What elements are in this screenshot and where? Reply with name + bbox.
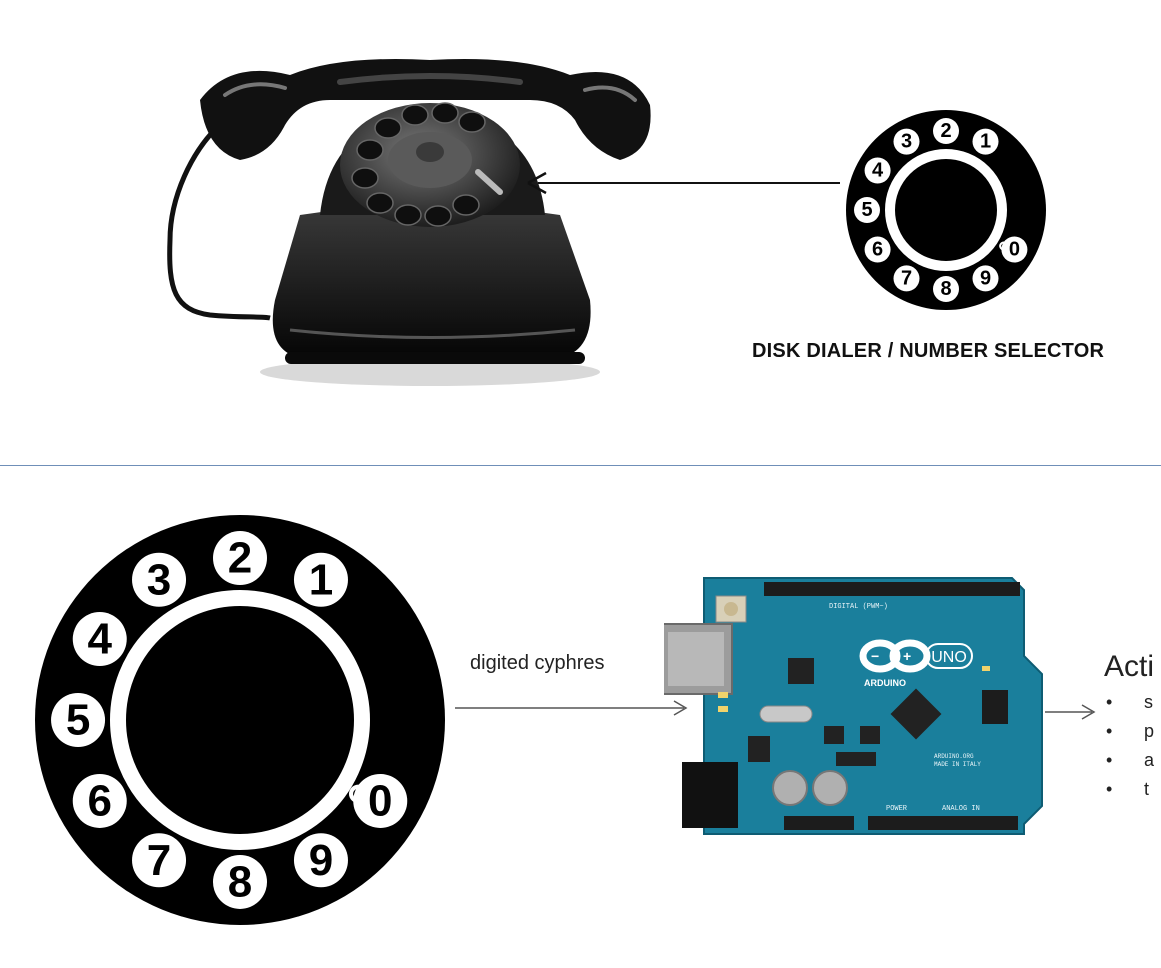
large-digit-2: 2: [213, 531, 267, 586]
large-digit-7: 7: [132, 833, 187, 888]
svg-text:3: 3: [901, 131, 912, 153]
board-brand-mark: ARDUINO: [864, 678, 906, 688]
large-digit-1: 1: [293, 552, 348, 607]
action-item-text: a: [1144, 750, 1155, 770]
svg-text:8: 8: [228, 857, 252, 906]
svg-text:0: 0: [1009, 239, 1020, 261]
small-digit-3: 3: [893, 128, 920, 155]
action-item-text: t: [1144, 779, 1150, 799]
svg-text:+: +: [903, 648, 911, 664]
board-made-label: MADE IN ITALY: [934, 761, 981, 768]
large-digit-5: 5: [51, 693, 106, 747]
dialer-caption: DISK DIALER / NUMBER SELECTOR: [752, 340, 1105, 362]
board-site-label: ARDUINO.ORG: [934, 753, 974, 760]
board-analog-label: ANALOG IN: [942, 805, 980, 813]
svg-text:8: 8: [940, 278, 951, 300]
large-digit-9: 9: [293, 833, 348, 888]
svg-text:6: 6: [872, 239, 883, 261]
svg-text:7: 7: [147, 836, 171, 885]
small-dial-center-ring: [885, 149, 1007, 271]
small-digit-8: 8: [933, 276, 959, 302]
bullet-icon: •: [1106, 721, 1113, 741]
section-divider: [0, 465, 1161, 466]
action-item-text: p: [1144, 721, 1155, 741]
svg-text:4: 4: [872, 160, 884, 182]
small-digit-2: 2: [933, 118, 959, 144]
small-digit-5: 5: [854, 197, 880, 223]
rotary-telephone-illustration: [167, 59, 651, 386]
arrow-label: digited cyphres: [470, 652, 605, 674]
action-item: •a: [1106, 750, 1154, 779]
large-digit-4: 4: [72, 612, 127, 667]
rotary-dial-large: 1 2 34 5 67 8 90: [35, 515, 445, 925]
svg-text:3: 3: [147, 555, 171, 604]
actions-list: •s•p•a•t: [1106, 692, 1154, 808]
large-digit-8: 8: [213, 854, 267, 909]
svg-text:−: −: [871, 648, 879, 664]
arduino-uno-board: − + UNO ARDUINO DIGITAL (PWM~) ANALOG IN…: [664, 577, 1043, 835]
bullet-icon: •: [1106, 779, 1113, 799]
large-digit-3: 3: [132, 552, 187, 607]
svg-text:5: 5: [861, 199, 872, 221]
large-digit-0: 0: [353, 773, 408, 828]
svg-text:9: 9: [309, 836, 333, 885]
board-power-label: POWER: [886, 805, 908, 813]
svg-text:0: 0: [368, 776, 392, 825]
large-digit-6: 6: [72, 773, 127, 828]
large-dial-center-ring: [110, 590, 370, 850]
action-item: •s: [1106, 692, 1154, 721]
board-digital-label: DIGITAL (PWM~): [829, 603, 888, 611]
bullet-icon: •: [1106, 692, 1113, 712]
svg-text:4: 4: [88, 615, 113, 664]
svg-text:6: 6: [88, 776, 112, 825]
svg-text:7: 7: [901, 267, 912, 289]
actions-title: Acti: [1104, 650, 1155, 683]
svg-text:1: 1: [980, 131, 991, 153]
small-digit-7: 7: [893, 265, 920, 292]
small-digit-9: 9: [972, 265, 999, 292]
small-digit-6: 6: [864, 236, 891, 263]
svg-text:2: 2: [940, 120, 951, 142]
action-item: •t: [1106, 779, 1154, 808]
svg-text:1: 1: [309, 555, 333, 604]
svg-text:5: 5: [66, 696, 90, 745]
board-model-badge: UNO: [931, 649, 967, 666]
svg-text:9: 9: [980, 267, 991, 289]
action-item: •p: [1106, 721, 1154, 750]
small-digit-4: 4: [864, 157, 891, 184]
bullet-icon: •: [1106, 750, 1113, 770]
svg-text:2: 2: [228, 534, 252, 583]
small-digit-0: 0: [1001, 236, 1028, 263]
action-item-text: s: [1144, 692, 1153, 712]
small-digit-1: 1: [972, 128, 999, 155]
